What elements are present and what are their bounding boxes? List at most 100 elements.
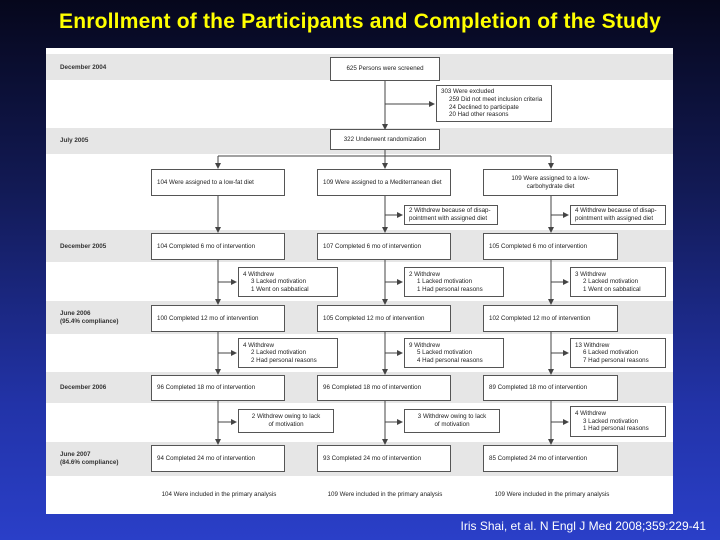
completed-24mo-text: 85 Completed 24 mo of intervention (489, 454, 588, 462)
completed-12mo-box: 102 Completed 12 mo of intervention (483, 305, 618, 332)
completed-24mo-box: 93 Completed 24 mo of intervention (317, 445, 451, 472)
completed-18mo-text: 96 Completed 18 mo of intervention (323, 384, 422, 392)
withdrew-12-18-box: 4 Withdrew 2 Lacked motivation 2 Had per… (238, 338, 338, 368)
completed-24mo-box: 85 Completed 24 mo of intervention (483, 445, 618, 472)
withdrew-total: 9 Withdrew (409, 341, 440, 349)
withdrew-total: 4 Withdrew (243, 270, 274, 278)
assigned-low-carb-text: 109 Were assigned to a low- (511, 174, 590, 182)
primary-analysis-label: 104 Were included in the primary analysi… (161, 491, 277, 499)
completed-18mo-text: 96 Completed 18 mo of intervention (157, 384, 256, 392)
completed-24mo-box: 94 Completed 24 mo of intervention (151, 445, 285, 472)
period-date: June 2006 (60, 310, 91, 317)
withdrew-reason: 3 Lacked motivation (251, 278, 307, 286)
flowchart-panel: December 2004 July 2005 December 2005 Ju… (46, 48, 673, 514)
withdrew-reason: 7 Had personal reasons (583, 356, 649, 364)
completed-12mo-text: 102 Completed 12 mo of intervention (489, 314, 591, 322)
completed-18mo-box: 96 Completed 18 mo of intervention (317, 375, 451, 401)
connector-lines (215, 81, 569, 445)
completed-12mo-text: 100 Completed 12 mo of intervention (157, 314, 259, 322)
withdrew-reason: 1 Lacked motivation (417, 278, 473, 286)
completed-12mo-box: 105 Completed 12 mo of intervention (317, 305, 451, 332)
withdrew-reason: 4 Had personal reasons (417, 356, 483, 364)
primary-analysis-label: 109 Were included in the primary analysi… (327, 491, 443, 499)
assigned-low-carb-box: 109 Were assigned to a low- carbohydrate… (483, 169, 618, 196)
primary-analysis-text: 109 Were included in the primary analysi… (310, 486, 460, 504)
period-date: June 2007 (60, 451, 91, 458)
completed-18mo-box: 89 Completed 18 mo of intervention (483, 375, 618, 401)
completed-12mo-box: 100 Completed 12 mo of intervention (151, 305, 285, 332)
completed-6mo-box: 107 Completed 6 mo of intervention (317, 233, 451, 260)
withdrew-total: 13 Withdrew (575, 341, 610, 349)
completed-6mo-box: 104 Completed 6 mo of intervention (151, 233, 285, 260)
period-label: December 2005 (60, 243, 107, 250)
excluded-reason: 259 Did not meet inclusion criteria (449, 95, 543, 103)
withdrew-reason: 3 Lacked motivation (583, 417, 639, 425)
primary-analysis-text: 104 Were included in the primary analysi… (144, 486, 294, 504)
completed-6mo-text: 105 Completed 6 mo of intervention (489, 242, 588, 250)
period-label: June 2007 (84.6% compliance) (60, 451, 118, 467)
completed-12mo-text: 105 Completed 12 mo of intervention (323, 314, 425, 322)
withdrew-6-12-box: 4 Withdrew 3 Lacked motivation 1 Went on… (238, 267, 338, 297)
withdrew-reason: 1 Had personal reasons (417, 285, 483, 293)
primary-analysis-label: 109 Were included in the primary analysi… (494, 491, 610, 499)
period-label: June 2006 (95.4% compliance) (60, 310, 118, 326)
withdrew-reason: 2 Lacked motivation (583, 278, 639, 286)
period-compliance: (84.6% compliance) (60, 459, 119, 466)
withdrew-reason: 2 Lacked motivation (251, 349, 307, 357)
withdrew-text: 4 Withdrew because of disap- (575, 207, 657, 215)
screened-text: 625 Persons were screened (346, 65, 424, 73)
randomized-text: 322 Underwent randomization (343, 135, 427, 143)
withdrew-18-24-box: 4 Withdrew 3 Lacked motivation 1 Had per… (570, 406, 666, 437)
assigned-mediterranean-text: 109 Were assigned to a Mediterranean die… (323, 178, 442, 186)
withdrew-12-18-box: 13 Withdrew 6 Lacked motivation 7 Had pe… (570, 338, 666, 368)
withdrew-18-24-box: 2 Withdrew owing to lack of motivation (238, 409, 334, 433)
withdrew-reason: 2 Had personal reasons (251, 356, 317, 364)
withdrew-reason: 6 Lacked motivation (583, 349, 639, 357)
withdrew-text: pointment with assigned diet (575, 215, 654, 222)
completed-6mo-text: 104 Completed 6 mo of intervention (157, 242, 256, 250)
withdrew-reason: 1 Went on sabbatical (583, 285, 641, 293)
screened-box: 625 Persons were screened (330, 57, 440, 81)
assigned-low-fat-text: 104 Were assigned to a low-fat diet (157, 178, 254, 186)
withdrew-text: 2 Withdrew owing to lack (251, 413, 321, 421)
completed-6mo-box: 105 Completed 6 mo of intervention (483, 233, 618, 260)
withdrew-total: 4 Withdrew (243, 341, 274, 349)
completed-6mo-text: 107 Completed 6 mo of intervention (323, 242, 422, 250)
withdrew-reason: 5 Lacked motivation (417, 349, 473, 357)
withdrew-6-12-box: 2 Withdrew 1 Lacked motivation 1 Had per… (404, 267, 504, 297)
withdrew-total: 3 Withdrew (575, 270, 606, 278)
withdrew-disappointment-box: 4 Withdrew because of disap- pointment w… (570, 205, 666, 225)
period-compliance: (95.4% compliance) (60, 318, 119, 325)
withdrew-6-12-box: 3 Withdrew 2 Lacked motivation 1 Went on… (570, 267, 666, 297)
completed-18mo-text: 89 Completed 18 mo of intervention (489, 384, 588, 392)
assigned-low-carb-text: carbohydrate diet (526, 182, 575, 190)
completed-24mo-text: 93 Completed 24 mo of intervention (323, 454, 422, 462)
assigned-low-fat-box: 104 Were assigned to a low-fat diet (151, 169, 285, 196)
withdrew-18-24-box: 3 Withdrew owing to lack of motivation (404, 409, 500, 433)
withdrew-12-18-box: 9 Withdrew 5 Lacked motivation 4 Had per… (404, 338, 504, 368)
primary-analysis-text: 109 Were included in the primary analysi… (477, 486, 627, 504)
withdrew-total: 2 Withdrew (409, 270, 440, 278)
period-label: December 2004 (60, 64, 107, 71)
withdrew-reason: 1 Had personal reasons (583, 425, 649, 433)
excluded-total: 303 Were excluded (441, 88, 495, 96)
period-label: December 2006 (60, 384, 107, 391)
excluded-box: 303 Were excluded 259 Did not meet inclu… (436, 85, 552, 122)
slide-title: Enrollment of the Participants and Compl… (59, 10, 661, 33)
randomized-box: 322 Underwent randomization (330, 129, 440, 150)
withdrew-text: 2 Withdrew because of disap- (409, 207, 491, 215)
withdrew-text: of motivation (434, 421, 470, 428)
completed-24mo-text: 94 Completed 24 mo of intervention (157, 454, 256, 462)
withdrew-disappointment-box: 2 Withdrew because of disap- pointment w… (404, 205, 498, 225)
withdrew-reason: 1 Went on sabbatical (251, 285, 309, 293)
completed-18mo-box: 96 Completed 18 mo of intervention (151, 375, 285, 401)
period-label: July 2005 (60, 137, 89, 144)
withdrew-text: pointment with assigned diet (409, 215, 488, 222)
excluded-reason: 20 Had other reasons (449, 111, 509, 119)
withdrew-text: 3 Withdrew owing to lack (417, 413, 487, 421)
assigned-mediterranean-box: 109 Were assigned to a Mediterranean die… (317, 169, 451, 196)
excluded-reason: 24 Declined to participate (449, 103, 519, 111)
withdrew-text: of motivation (268, 421, 304, 428)
citation: Iris Shai, et al. N Engl J Med 2008;359:… (460, 519, 706, 533)
withdrew-total: 4 Withdrew (575, 410, 606, 418)
